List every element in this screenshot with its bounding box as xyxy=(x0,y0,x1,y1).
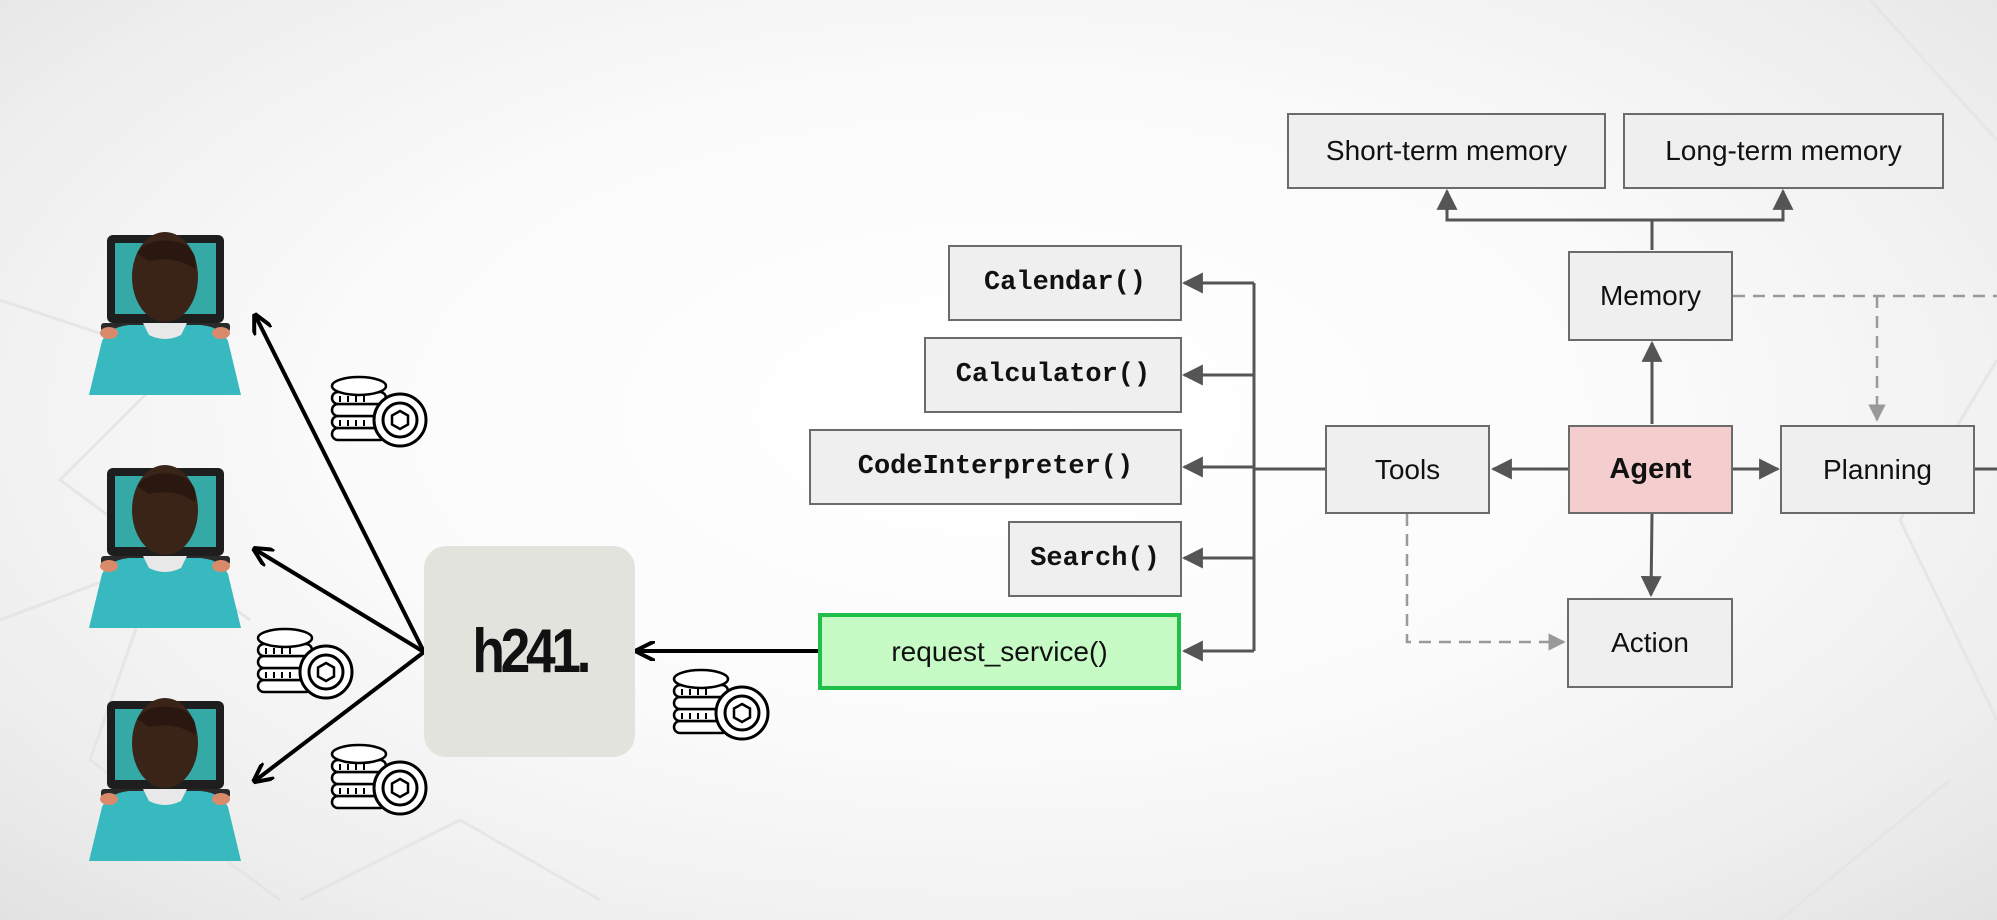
tools-box: Tools xyxy=(1325,425,1490,514)
tool-search: Search() xyxy=(1008,521,1182,597)
tool-code-interpreter: CodeInterpreter() xyxy=(809,429,1182,505)
user-at-laptop-icon xyxy=(89,232,241,395)
agent-diagram-connectors xyxy=(1181,188,1997,662)
planning-box: Planning xyxy=(1780,425,1975,514)
coins-token-icon xyxy=(330,743,428,816)
action-box: Action xyxy=(1567,598,1733,688)
tool-request-service: request_service() xyxy=(818,613,1181,690)
hub-label: h241. xyxy=(472,617,591,686)
coins-token-icon xyxy=(672,668,770,741)
short-term-memory-box: Short-term memory xyxy=(1287,113,1606,189)
tool-calendar: Calendar() xyxy=(948,245,1182,321)
long-term-memory-box: Long-term memory xyxy=(1623,113,1944,189)
dashed-connectors xyxy=(1405,294,1997,651)
coins-token-icon xyxy=(256,627,354,700)
user-at-laptop-icon xyxy=(89,698,241,861)
h241-hub: h241. xyxy=(424,546,635,757)
user-at-laptop-icon xyxy=(89,465,241,628)
agent-box: Agent xyxy=(1568,425,1733,514)
tool-calculator: Calculator() xyxy=(924,337,1182,413)
payment-arrows xyxy=(256,317,818,780)
coins-token-icon xyxy=(330,375,428,448)
memory-box: Memory xyxy=(1568,251,1733,341)
